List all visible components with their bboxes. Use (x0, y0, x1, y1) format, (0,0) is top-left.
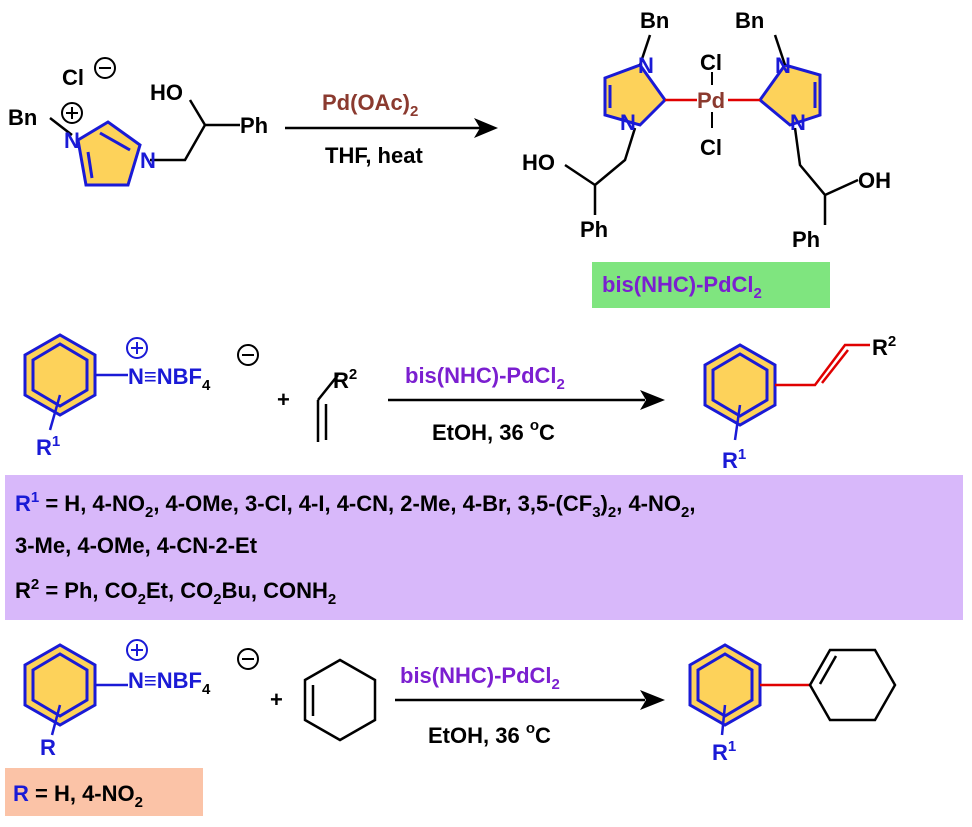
ph-left-label: Ph (580, 217, 608, 242)
reagent-pd-oac2: Pd(OAc)2 (322, 90, 418, 120)
n-plus-label: N (64, 128, 80, 153)
reaction2-conditions: EtOH, 36 oC (432, 417, 555, 445)
substituent-box (5, 475, 963, 620)
r1-label: R1 (36, 433, 60, 460)
n-right-top: N (775, 53, 791, 78)
hydroxyl-label: HO (150, 80, 183, 105)
benzene-ring-2 (23, 643, 97, 727)
plus-sign-1: + (277, 387, 290, 412)
imidazolium-reactant: Cl Bn N N HO Ph (8, 57, 268, 187)
cyclohexene-reactant (303, 658, 377, 742)
pd-label: Pd (697, 88, 725, 113)
n-left-top: N (638, 53, 654, 78)
n-plus-icon (61, 102, 83, 124)
benzene-ring (23, 333, 97, 417)
catalyst-name: bis(NHC)-PdCl2 (602, 272, 762, 302)
n-label: N (140, 148, 156, 173)
nhc-ring-right (757, 63, 822, 127)
oh-label: OH (858, 168, 891, 193)
r-definition-box (5, 768, 203, 816)
diazonium-label: N≡NBF4 (128, 364, 211, 394)
r-label: R (40, 735, 56, 760)
product-r1-label-2: R1 (712, 738, 736, 765)
reaction3-arrow (395, 690, 665, 710)
cl-top-label: Cl (700, 50, 722, 75)
nhc-ring-left (603, 63, 667, 127)
r2-substituents: R2 = Ph, CO2Et, CO2Bu, CONH2 (15, 576, 336, 608)
catalyst-name-box (592, 262, 830, 308)
bf4-minus-icon-2 (237, 648, 259, 670)
aryl-cyclohexene-product: R1 (688, 643, 897, 765)
n-left-bottom: N (620, 110, 636, 135)
plus-sign-2: + (270, 687, 283, 712)
diazonium-label-2: N≡NBF4 (128, 668, 211, 698)
bn-label: Bn (8, 105, 37, 130)
r2-label: R2 (333, 366, 357, 393)
diazonium-plus-icon-2 (126, 639, 148, 661)
reaction2-arrow (388, 390, 665, 410)
bn-right-label: Bn (735, 8, 764, 33)
chloride-minus-icon (94, 57, 116, 79)
product-r1-label: R1 (722, 446, 746, 473)
cl-bottom-label: Cl (700, 135, 722, 160)
phenyl-label: Ph (240, 113, 268, 138)
bis-nhc-pdcl2-structure: Bn Bn N N N N Pd Cl Cl HO OH Ph Ph (522, 8, 891, 252)
ho-label: HO (522, 150, 555, 175)
reaction1-conditions: THF, heat (325, 143, 423, 168)
reaction2-catalyst: bis(NHC)-PdCl2 (405, 363, 565, 393)
r-definition: R = H, 4-NO2 (13, 781, 143, 811)
diazonium-plus-icon (126, 337, 148, 359)
bn-left-label: Bn (640, 8, 669, 33)
chloride-label: Cl (62, 65, 84, 90)
reaction3-catalyst: bis(NHC)-PdCl2 (400, 663, 560, 693)
alkene-reactant: R2 (316, 366, 357, 442)
styrene-product: R2 R1 (703, 333, 896, 473)
aryl-diazonium-reactant: N≡NBF4 R1 (23, 333, 259, 460)
bf4-minus-icon (237, 344, 259, 366)
reaction1-arrow (285, 118, 498, 138)
reaction3-conditions: EtOH, 36 oC (428, 720, 551, 748)
imidazolium-ring (76, 120, 142, 187)
n-right-bottom: N (790, 110, 806, 135)
r1-substituents-cont: 3-Me, 4-OMe, 4-CN-2-Et (15, 533, 258, 558)
aryl-diazonium-reactant-2: N≡NBF4 R (23, 639, 259, 760)
product-r2-label: R2 (872, 333, 896, 360)
r1-substituents: R1 = H, 4-NO2, 4-OMe, 3-Cl, 4-I, 4-CN, 2… (15, 489, 695, 521)
ph-right-label: Ph (792, 227, 820, 252)
